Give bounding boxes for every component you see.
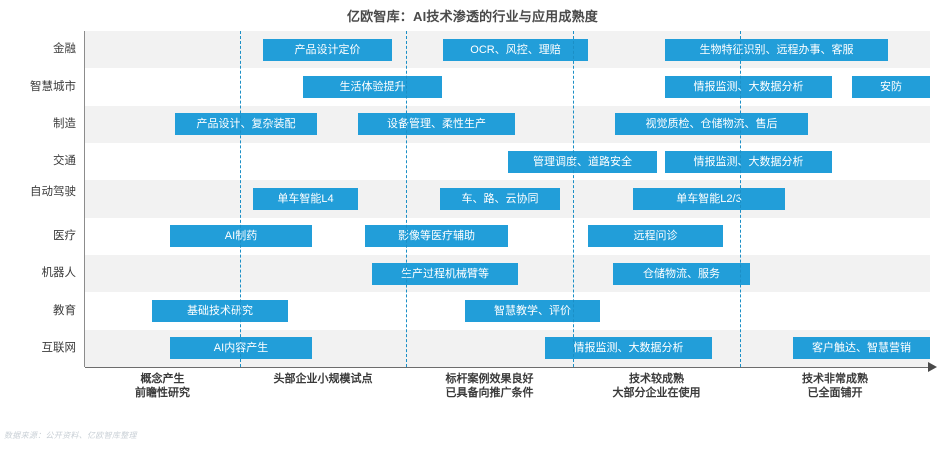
stage-divider-4 xyxy=(740,31,741,367)
bar-item[interactable]: 生物特征识别、远程办事、客服 xyxy=(665,38,888,61)
bar-item[interactable]: AI内容产生 xyxy=(170,337,312,360)
maturity-stage-labels: 概念产生前瞻性研究头部企业小规模试点标杆案例效果良好已具备向推广条件技术较成熟大… xyxy=(85,372,930,412)
bar-item[interactable]: 生活体验提升 xyxy=(303,75,442,98)
stage-label-1: 概念产生前瞻性研究 xyxy=(85,372,240,400)
stage-label-line: 技术非常成熟 xyxy=(802,373,868,385)
category-label-line: 互联网 xyxy=(41,341,77,354)
stage-label-line: 头部企业小规模试点 xyxy=(273,373,373,385)
chart-row-智慧城市: 生活体验提升 情报监测、大数据分析安防 xyxy=(85,68,930,106)
bar-item[interactable]: 生产过程机械臂等 xyxy=(372,262,518,285)
bar-item[interactable]: 单车智能L2/3 xyxy=(633,187,785,210)
y-axis-line xyxy=(84,31,85,367)
bar-item[interactable]: 影像等医疗辅助 xyxy=(365,225,508,248)
bar-item[interactable]: 情报监测、大数据分析 xyxy=(665,150,832,173)
bar-item[interactable]: 设备管理、柔性生产 xyxy=(358,113,515,136)
category-axis-labels: 金融智慧城市制造交通自动驾驶医疗机器人教育互联网 xyxy=(0,31,80,367)
bar-item[interactable]: 客户触达、智慧营销 xyxy=(793,337,930,360)
stage-divider-1 xyxy=(240,31,241,367)
bar-item[interactable]: 产品设计定价 xyxy=(263,38,392,61)
category-label-line: 机器人 xyxy=(41,267,77,280)
source-note: 数据来源：公开资料、亿欧智库整理 xyxy=(4,431,137,440)
category-label-教育: 教育 xyxy=(0,305,76,318)
chart-row-自动驾驶: 单车智能L4 车、路、云协同 单车智能L2/3 xyxy=(85,180,930,218)
chart-row-金融: 产品设计定价 OCR、风控、理赔 生物特征识别、远程办事、客服 xyxy=(85,31,930,69)
bar-item[interactable]: 仓储物流、服务 xyxy=(613,262,750,285)
chart-row-教育: 基础技术研究 智慧教学、评价 xyxy=(85,292,930,330)
category-label-制造: 制造 xyxy=(0,118,76,131)
chart-row-医疗: AI制药 影像等医疗辅助 远程问诊 xyxy=(85,217,930,255)
stage-label-2: 头部企业小规模试点 xyxy=(240,372,406,386)
chart-row-制造: 产品设计、复杂装配 设备管理、柔性生产 视觉质检、仓储物流、售后 xyxy=(85,105,930,143)
category-label-line: 制造 xyxy=(53,117,76,130)
category-label-line: 自动 xyxy=(30,186,53,198)
category-label-line: 教育 xyxy=(53,304,76,317)
category-label-line: 驾驶 xyxy=(53,186,76,198)
bar-item[interactable]: 情报监测、大数据分析 xyxy=(545,337,712,360)
bar-item[interactable]: 远程问诊 xyxy=(588,225,723,248)
stage-label-line: 前瞻性研究 xyxy=(135,387,190,399)
stage-label-line: 大部分企业在使用 xyxy=(612,387,701,399)
stage-label-4: 技术较成熟大部分企业在使用 xyxy=(573,372,740,400)
stage-label-line: 标杆案例效果良好 xyxy=(445,373,534,385)
bar-item[interactable]: 管理调度、道路安全 xyxy=(508,150,657,173)
page-title: 亿欧智库：AI技术渗透的行业与应用成熟度 xyxy=(346,9,598,24)
category-label-智慧城市: 智慧城市 xyxy=(0,81,76,94)
stage-label-5: 技术非常成熟已全面铺开 xyxy=(740,372,930,400)
stage-label-line: 技术较成熟 xyxy=(629,373,684,385)
chart-row-交通: 管理调度、道路安全情报监测、大数据分析 xyxy=(85,143,930,181)
stage-label-line: 已全面铺开 xyxy=(807,387,863,399)
category-label-医疗: 医疗 xyxy=(0,230,76,243)
bar-item[interactable]: 车、路、云协同 xyxy=(440,187,560,210)
category-label-机器人: 机器人 xyxy=(0,267,77,280)
bar-item[interactable]: 视觉质检、仓储物流、售后 xyxy=(615,113,808,136)
x-axis-arrow-icon xyxy=(928,362,937,372)
category-label-line: 交通 xyxy=(53,155,76,168)
bar-item[interactable]: OCR、风控、理赔 xyxy=(443,38,588,61)
category-label-自动驾驶: 自动驾驶 xyxy=(0,186,76,199)
stage-divider-2 xyxy=(406,31,407,367)
bar-item[interactable]: 单车智能L4 xyxy=(253,187,358,210)
bar-item[interactable]: AI制药 xyxy=(170,225,312,248)
chart-row-机器人: 生产过程机械臂等 仓储物流、服务 xyxy=(85,255,930,293)
bar-item[interactable]: 产品设计、复杂装配 xyxy=(175,113,317,136)
stage-label-line: 已具备向推广条件 xyxy=(445,387,534,399)
chart-row-互联网: AI内容产生 情报监测、大数据分析 客户触达、智慧营销 xyxy=(85,329,930,367)
bar-item[interactable]: 基础技术研究 xyxy=(152,299,288,322)
category-label-互联网: 互联网 xyxy=(0,341,77,355)
bar-item[interactable]: 智慧教学、评价 xyxy=(465,299,600,322)
category-label-line: 智慧城市 xyxy=(30,80,76,93)
category-label-line: 金融 xyxy=(53,43,76,56)
stage-divider-3 xyxy=(573,31,574,367)
category-label-line: 医疗 xyxy=(53,229,76,242)
category-label-金融: 金融 xyxy=(0,43,76,56)
x-axis-line xyxy=(85,367,930,368)
bar-item[interactable]: 情报监测、大数据分析 xyxy=(665,75,832,98)
bar-item[interactable]: 安防 xyxy=(852,75,930,98)
category-label-交通: 交通 xyxy=(0,155,76,168)
stage-label-line: 概念产生 xyxy=(140,373,185,385)
stage-label-3: 标杆案例效果良好已具备向推广条件 xyxy=(406,372,573,400)
